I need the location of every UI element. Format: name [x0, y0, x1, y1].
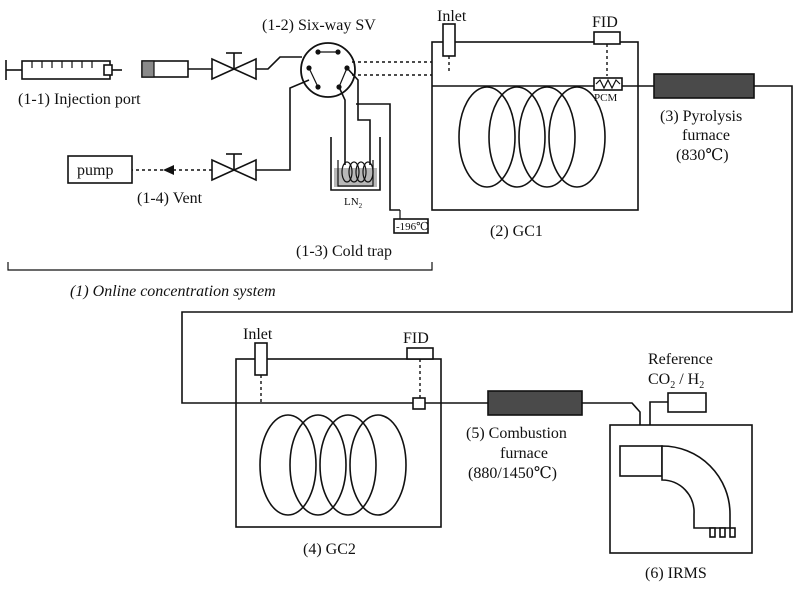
gc2-fid-label: FID [403, 330, 429, 347]
gc1-label: (2) GC1 [490, 223, 543, 240]
ln2-label: LN2 [344, 196, 363, 210]
reference-gas-box [667, 392, 707, 413]
pyrolysis-label-2: furnace [682, 127, 730, 144]
vent-label: (1-4) Vent [137, 190, 203, 207]
gc2-label: (4) GC2 [303, 541, 356, 558]
gc1-fid-label: FID [592, 14, 618, 31]
irms-label: (6) IRMS [645, 565, 707, 582]
six-way-valve-label: (1-2) Six-way SV [262, 17, 376, 34]
pyrolysis-label-1: (3) Pyrolysis [660, 108, 742, 125]
gc2-inlet-label: Inlet [243, 326, 273, 343]
reference-label-1: Reference [648, 351, 713, 368]
reference-label-2: CO2 / H2 [648, 371, 704, 391]
combustion-furnace [487, 390, 583, 416]
combustion-label-3: (880/1450℃) [468, 465, 557, 482]
pcm-label: PCM [594, 92, 617, 104]
injection-port-label: (1-1) Injection port [18, 91, 141, 108]
vent-arrow-icon [163, 165, 174, 175]
trap-temp-label: -196℃ [396, 221, 428, 233]
system-bracket [7, 262, 433, 271]
injection-septum [141, 60, 189, 78]
valve-icon [211, 52, 257, 81]
syringe [5, 60, 122, 80]
trap-temp-box [393, 218, 429, 234]
cold-trap-label: (1-3) Cold trap [296, 243, 392, 260]
combustion-label-1: (5) Combustion [466, 425, 567, 442]
six-way-valve [300, 42, 356, 98]
pyrolysis-furnace [653, 73, 755, 99]
combustion-label-2: furnace [500, 445, 548, 462]
pyrolysis-label-3: (830℃) [676, 147, 729, 164]
irms [609, 424, 753, 554]
gc1-oven [431, 23, 639, 211]
gc1-inlet-label: Inlet [437, 8, 467, 25]
transfer-line [181, 85, 793, 404]
gc2-oven [235, 342, 442, 528]
system-label: (1) Online concentration system [70, 283, 276, 300]
cold-trap [330, 137, 381, 191]
vent-valve-icon [211, 153, 257, 182]
pump-box [67, 155, 133, 184]
pump-label: pump [77, 162, 113, 179]
